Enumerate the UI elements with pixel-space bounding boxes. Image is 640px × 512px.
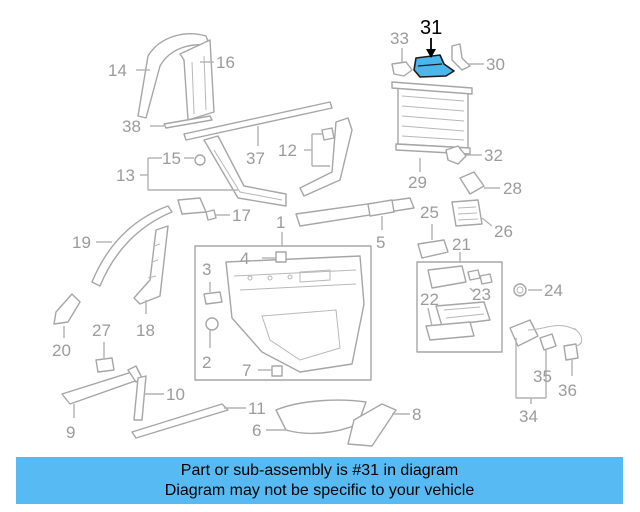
callout-33: 33	[390, 29, 409, 48]
part-17	[177, 197, 230, 221]
callout-7: 7	[242, 361, 251, 380]
part-20	[53, 293, 81, 338]
callout-19: 19	[72, 233, 91, 252]
part-9-sill	[61, 365, 143, 418]
callout-16: 16	[216, 53, 235, 72]
callout-6: 6	[252, 421, 261, 440]
part-12-trim	[299, 117, 353, 197]
callout-34: 34	[519, 407, 538, 426]
part-26	[451, 199, 493, 227]
part-30	[451, 43, 484, 71]
callout-29: 29	[408, 173, 427, 192]
callout-30: 30	[486, 55, 505, 74]
part-24	[513, 283, 542, 297]
banner-line-1: Part or sub-assembly is #31 in diagram	[180, 461, 459, 479]
part-38-strip	[150, 115, 213, 129]
callout-10: 10	[166, 385, 185, 404]
callout-22: 22	[420, 290, 439, 309]
callout-13: 13	[116, 166, 135, 185]
part-28	[459, 171, 500, 195]
part-19-pillar	[91, 205, 173, 287]
callout-24: 24	[544, 281, 563, 300]
part-18-trim	[133, 225, 169, 314]
callout-12: 12	[278, 141, 297, 160]
callout-2: 2	[202, 353, 211, 372]
part-31-highlighted[interactable]	[413, 38, 455, 78]
callout-32: 32	[484, 146, 503, 165]
callout-14: 14	[108, 61, 127, 80]
part-37-strip	[183, 101, 333, 146]
callout-27: 27	[92, 321, 111, 340]
callout-25: 25	[420, 203, 439, 222]
part-21-group	[416, 252, 503, 353]
callout-21: 21	[452, 235, 471, 254]
part-10	[133, 375, 164, 421]
callout-11: 11	[248, 399, 266, 418]
callout-4: 4	[240, 249, 249, 268]
part-27	[95, 342, 115, 373]
callout-1: 1	[276, 213, 285, 232]
part-6	[266, 399, 367, 435]
callout-31[interactable]: 31	[420, 17, 442, 39]
callout-38: 38	[122, 117, 141, 136]
part-5-switch-panel	[295, 197, 415, 230]
callout-8: 8	[412, 405, 421, 424]
banner-line-2: Diagram may not be specific to your vehi…	[164, 481, 475, 499]
part-25	[417, 224, 449, 259]
part-1-door-panel	[194, 232, 372, 381]
part-33	[391, 48, 413, 77]
part-14-pillar	[136, 33, 215, 121]
callout-37: 37	[246, 149, 265, 168]
callout-28: 28	[503, 179, 522, 198]
callout-36: 36	[558, 381, 577, 400]
part-13-trim	[140, 135, 287, 207]
part-11-strip	[131, 403, 246, 439]
callout-18: 18	[136, 321, 155, 340]
part-32	[445, 145, 482, 165]
callout-35: 35	[533, 367, 552, 386]
info-banner: Part or sub-assembly is #31 in diagram D…	[16, 457, 623, 504]
callout-17: 17	[232, 206, 251, 225]
callout-3: 3	[202, 260, 211, 279]
callout-9: 9	[66, 423, 75, 442]
part-34-group	[509, 319, 583, 404]
callout-26: 26	[494, 222, 513, 241]
callout-23: 23	[472, 285, 491, 304]
callout-5: 5	[376, 233, 385, 252]
callout-20: 20	[52, 341, 71, 360]
part-8	[347, 403, 410, 447]
callout-15: 15	[162, 149, 181, 168]
